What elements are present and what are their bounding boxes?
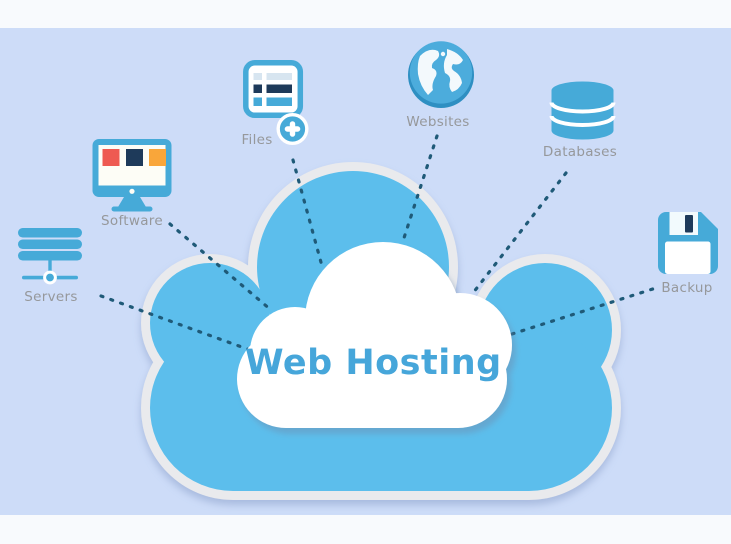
floppy-disk-icon [658, 212, 718, 274]
dotted-connectors [99, 134, 661, 352]
files-label: Files [241, 132, 273, 148]
backup-label: Backup [661, 280, 713, 296]
connector-files-line [291, 158, 324, 268]
connector-databases-line [471, 171, 568, 295]
inner-cloud [237, 242, 512, 428]
databases-label: Databases [542, 144, 618, 160]
cloud-title: Web Hosting [245, 343, 502, 383]
database-icon [549, 81, 616, 140]
bottom-margin-band [0, 515, 731, 544]
server-stack-icon [18, 228, 82, 285]
monitor-icon [92, 139, 172, 212]
globe-icon [408, 41, 474, 108]
document-add-icon [243, 60, 309, 146]
servers-label: Servers [24, 289, 78, 305]
connector-websites-line [401, 134, 439, 243]
websites-label: Websites [406, 114, 470, 130]
connector-software-line [168, 222, 273, 312]
software-label: Software [101, 213, 163, 229]
top-margin-band [0, 0, 731, 28]
